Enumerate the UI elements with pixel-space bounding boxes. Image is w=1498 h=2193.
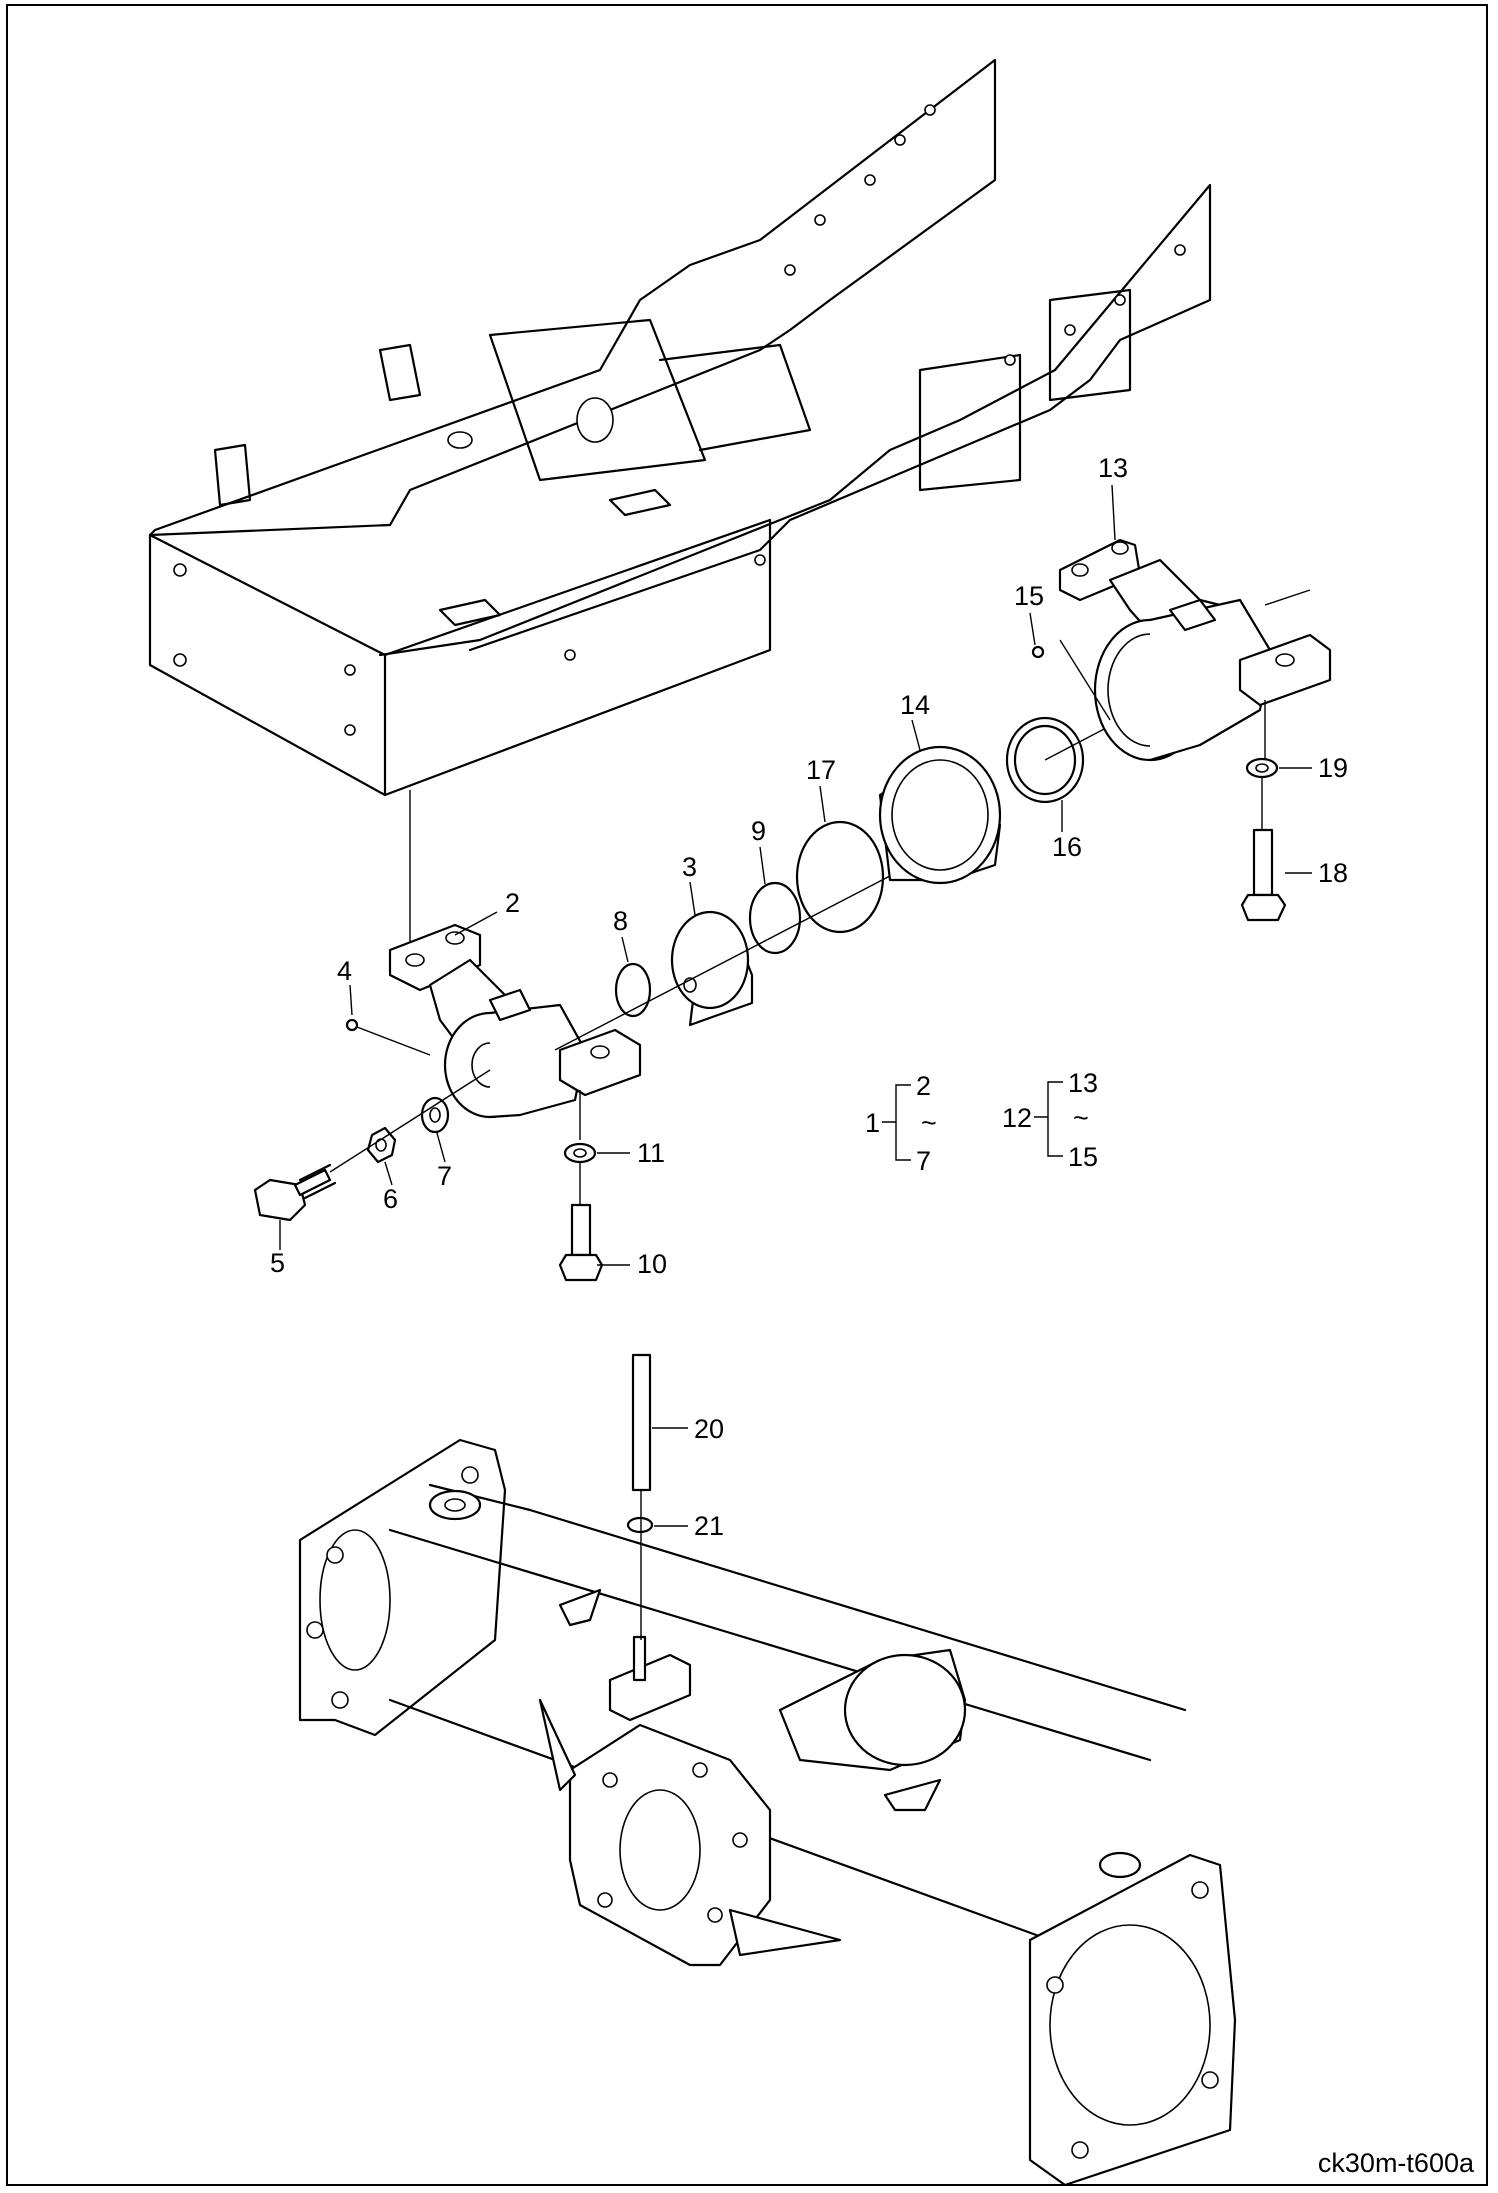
callout-2: 2 bbox=[505, 888, 520, 918]
callout-4: 4 bbox=[337, 956, 352, 986]
callout-19: 19 bbox=[1318, 753, 1348, 783]
bolt-washer-front bbox=[558, 1090, 604, 1282]
chassis-frame bbox=[148, 58, 1212, 797]
callout-leader-15 bbox=[1029, 612, 1036, 646]
callout-11: 11 bbox=[637, 1138, 665, 1168]
callout-leader-14 bbox=[911, 719, 921, 751]
sleeve-bushing bbox=[878, 745, 1002, 885]
assembly-number: 1 bbox=[865, 1108, 880, 1138]
assembly-bracket-line bbox=[1034, 1081, 1063, 1157]
callout-18: 18 bbox=[1318, 858, 1348, 888]
callout-5: 5 bbox=[270, 1248, 285, 1278]
callout-leader-13 bbox=[1111, 484, 1116, 541]
callout-3: 3 bbox=[682, 852, 697, 882]
assembly-number: 12 bbox=[1002, 1103, 1032, 1133]
assembly-range-tilde: ~ bbox=[1073, 1103, 1089, 1133]
pivot-pin-and-clip bbox=[626, 1353, 654, 1640]
grease-fitting-rear bbox=[1031, 639, 1111, 721]
assembly-range-tilde: ~ bbox=[921, 1108, 937, 1138]
trunnion-bracket-rear bbox=[1058, 538, 1332, 762]
callout-6: 6 bbox=[383, 1184, 398, 1214]
bolt-nut-washer-front bbox=[253, 1069, 491, 1222]
trunnion-bracket-front bbox=[388, 923, 642, 1119]
callout-7: 7 bbox=[437, 1161, 452, 1191]
callout-21: 21 bbox=[694, 1511, 724, 1541]
callout-leader-8 bbox=[621, 936, 629, 963]
assembly-bracket-line bbox=[882, 1084, 911, 1161]
assembly-last-item: 7 bbox=[916, 1146, 931, 1176]
callout-leader-2 bbox=[454, 911, 498, 936]
drawing-code: ck30m-t600a bbox=[1317, 2148, 1474, 2178]
callout-leader-9 bbox=[759, 846, 766, 885]
callout-13: 13 bbox=[1098, 453, 1128, 483]
callout-14: 14 bbox=[900, 690, 930, 720]
callout-15: 15 bbox=[1014, 581, 1044, 611]
assembly-first-item: 2 bbox=[916, 1071, 931, 1101]
callout-leader-4 bbox=[349, 984, 353, 1016]
seal-rings bbox=[748, 820, 885, 955]
assembly-last-item: 15 bbox=[1068, 1142, 1098, 1172]
callout-20: 20 bbox=[694, 1414, 724, 1444]
callout-leader-3 bbox=[689, 881, 696, 916]
assembly-bracket-1: 1 2 ~7 bbox=[865, 1071, 937, 1176]
callout-leader-17 bbox=[819, 785, 826, 823]
grease-fitting-front bbox=[345, 1018, 431, 1056]
assembly-first-item: 13 bbox=[1068, 1068, 1098, 1098]
disc-and-bushing bbox=[554, 849, 941, 1051]
callout-10: 10 bbox=[637, 1249, 667, 1279]
callout-17: 17 bbox=[806, 755, 836, 785]
bolt-washer-rear bbox=[1240, 700, 1287, 922]
callout-8: 8 bbox=[613, 906, 628, 936]
axle-housing bbox=[298, 1438, 1237, 2187]
assembly-bracket-12: 12 13 ~15 bbox=[1002, 1068, 1098, 1172]
callout-9: 9 bbox=[751, 816, 766, 846]
callout-16: 16 bbox=[1052, 832, 1082, 862]
callout-leader-7 bbox=[436, 1132, 446, 1163]
callout-leader-6 bbox=[384, 1161, 393, 1186]
